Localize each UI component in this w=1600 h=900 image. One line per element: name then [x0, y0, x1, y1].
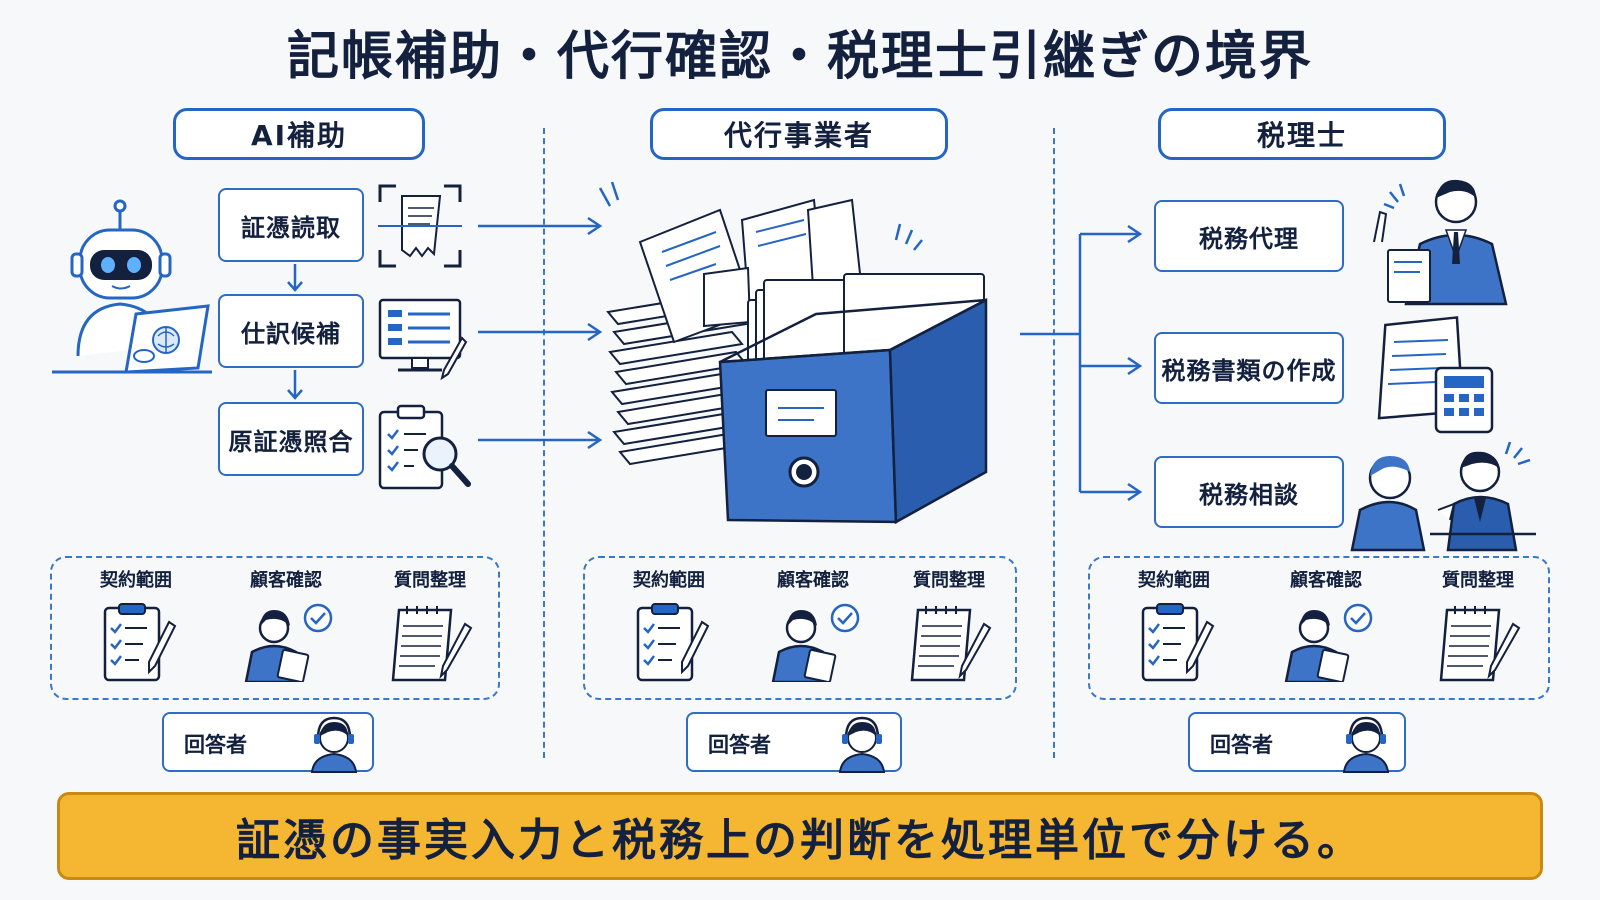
- receipt-scan-icon: [378, 184, 462, 268]
- headset-operator-icon: [1342, 716, 1390, 773]
- check-panel-tax: 契約範囲 顧客確認 質問整理: [1088, 556, 1550, 700]
- responder-label: 回答者: [1210, 733, 1273, 757]
- customer-check-icon: [216, 602, 356, 686]
- notepad-pen-icon: [1408, 602, 1548, 686]
- page-title: 記帳補助・代行確認・税理士引継ぎの境界: [286, 27, 1313, 87]
- check-item-label: 契約範囲: [633, 570, 705, 591]
- step-journal-candidates: 仕訳候補: [218, 294, 364, 368]
- column-header-tax: 税理士: [1158, 108, 1446, 160]
- responder-label: 回答者: [708, 733, 771, 757]
- flow-arrows-agent-to-tax: [1020, 224, 1143, 502]
- column-divider-left: [543, 128, 545, 758]
- tax-accountant-pointing-icon: [1373, 179, 1508, 306]
- tax-document-calculator-icon: [1377, 316, 1494, 434]
- column-divider-right: [1053, 128, 1055, 758]
- check-item: 質問整理: [360, 566, 500, 686]
- tax-item-representation: 税務代理: [1154, 200, 1344, 272]
- check-item: 契約範囲: [66, 566, 206, 686]
- step-down-arrows: [287, 264, 303, 400]
- check-item-label: 質問整理: [394, 570, 466, 591]
- clipboard-checklist-icon: [599, 602, 739, 686]
- robot-laptop-icon: [52, 199, 212, 374]
- step-original-check: 原証憑照合: [218, 402, 364, 476]
- check-item: 質問整理: [1408, 566, 1548, 686]
- tax-consultation-icon: [1350, 441, 1536, 552]
- check-item-label: 質問整理: [913, 570, 985, 591]
- customer-check-icon: [743, 602, 883, 686]
- check-item-label: 顧客確認: [777, 570, 849, 591]
- check-item: 契約範囲: [1104, 566, 1244, 686]
- check-item: 契約範囲: [599, 566, 739, 686]
- notepad-pen-icon: [879, 602, 1019, 686]
- notepad-pen-icon: [360, 602, 500, 686]
- responder-box-tax: 回答者: [1188, 712, 1406, 773]
- check-item: 顧客確認: [1256, 566, 1396, 686]
- flow-arrows-ai-to-agent: [478, 216, 603, 450]
- check-item: 顧客確認: [216, 566, 356, 686]
- monitor-journal-icon: [378, 298, 468, 381]
- headset-operator-icon: [838, 716, 886, 773]
- documents-file-box-icon: [598, 181, 988, 525]
- responder-box-ai: 回答者: [162, 712, 374, 773]
- step-receipt-reading: 証憑読取: [218, 188, 364, 262]
- summary-banner: 証憑の事実入力と税務上の判断を処理単位で分ける。: [57, 792, 1543, 880]
- tax-item-documents: 税務書類の作成: [1154, 332, 1344, 404]
- check-item-label: 契約範囲: [100, 570, 172, 591]
- check-item: 質問整理: [879, 566, 1019, 686]
- clipboard-checklist-icon: [66, 602, 206, 686]
- check-item: 顧客確認: [743, 566, 883, 686]
- clipboard-magnifier-icon: [378, 404, 471, 490]
- responder-box-agent: 回答者: [686, 712, 902, 773]
- clipboard-checklist-icon: [1104, 602, 1244, 686]
- check-panel-ai: 契約範囲 顧客確認 質問整理: [50, 556, 500, 700]
- column-header-agent: 代行事業者: [650, 108, 948, 160]
- check-panel-agent: 契約範囲 顧客確認 質問整理: [583, 556, 1017, 700]
- check-item-label: 質問整理: [1442, 570, 1514, 591]
- check-item-label: 契約範囲: [1138, 570, 1210, 591]
- customer-check-icon: [1256, 602, 1396, 686]
- responder-label: 回答者: [184, 733, 247, 757]
- check-item-label: 顧客確認: [250, 570, 322, 591]
- tax-item-consultation: 税務相談: [1154, 456, 1344, 528]
- headset-operator-icon: [310, 716, 358, 773]
- check-item-label: 顧客確認: [1290, 570, 1362, 591]
- column-header-ai: AI補助: [173, 108, 425, 160]
